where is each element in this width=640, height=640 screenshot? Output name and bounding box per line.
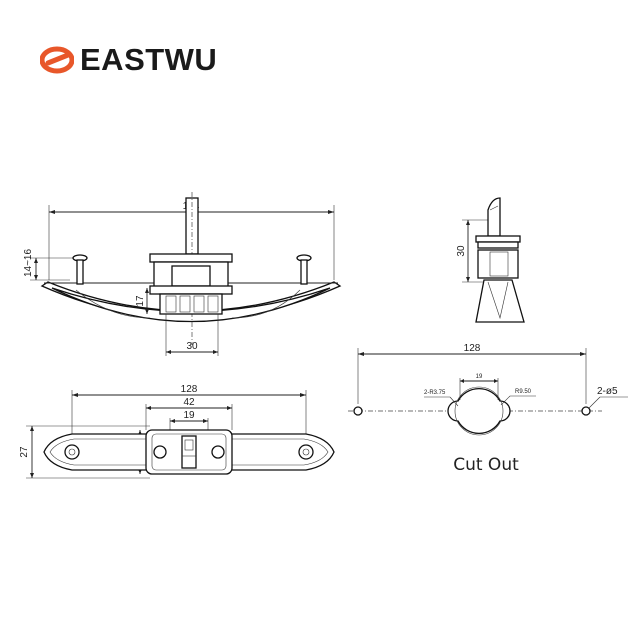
cutout-holes-dim: 2-ø5: [597, 386, 618, 397]
brand-logo: EASTWU: [40, 40, 217, 80]
top-body-dim: 42: [183, 397, 195, 408]
cutout-caption: Cut Out: [453, 455, 519, 475]
right-screw: [296, 254, 312, 285]
brand-name: EASTWU: [80, 42, 218, 77]
cutout-large-radius-dim: R9.50: [515, 389, 532, 395]
top-spacing-dim: 128: [181, 384, 198, 395]
top-view: 128 42 19 27 22: [19, 384, 335, 479]
front-view: 164 14~16: [23, 192, 342, 356]
left-screw: [72, 254, 88, 285]
cutout-spacing-dim: 128: [464, 343, 481, 354]
cut-out-view: 128 2-ø5 19 2-R3.75 R9.50 Cut Out: [348, 343, 628, 475]
front-stem-dim: 17: [135, 295, 146, 307]
cutout-slot-dim: 19: [476, 374, 483, 380]
front-height-dim: 14~16: [23, 249, 34, 278]
side-view: 30: [456, 197, 525, 323]
top-slot-dim: 19: [183, 410, 195, 421]
eastwu-logo-icon: [40, 46, 74, 74]
front-body-dim: 30: [186, 341, 198, 352]
side-height-dim: 30: [456, 245, 467, 257]
cutout-small-radius-dim: 2-R3.75: [424, 390, 446, 396]
top-height-dim: 27: [19, 446, 30, 458]
